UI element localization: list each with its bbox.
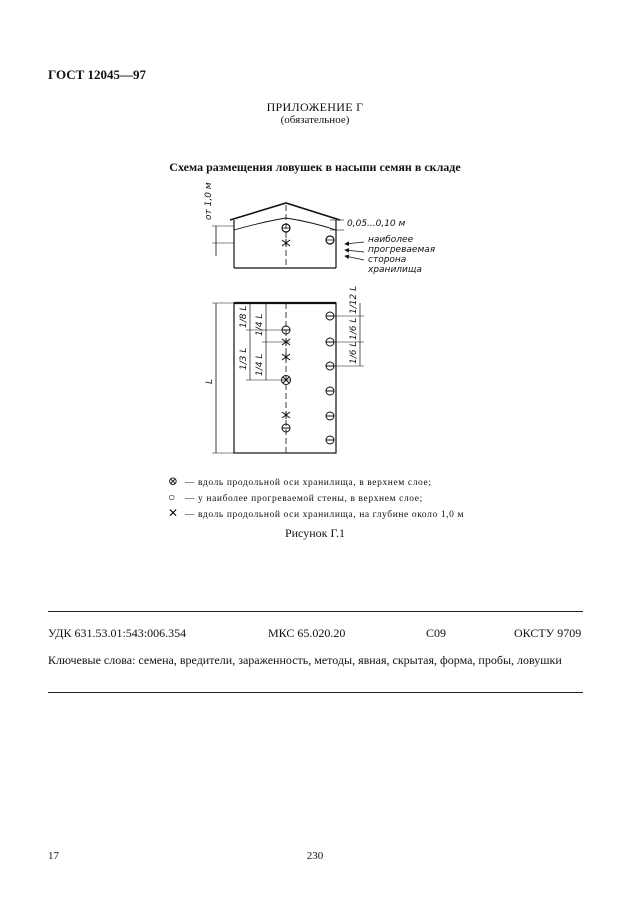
keywords: Ключевые слова: семена, вредители, зараж… [48,653,562,667]
dim-1-4-top: 1/4 L [255,314,265,336]
cross-icon: ✕ [168,506,179,520]
figure-title: Схема размещения ловушек в насыпи семян … [169,160,461,174]
legend-text: — вдоль продольной оси хранилища, на глу… [184,510,465,520]
udk-code: УДК 631.53.01:543:006.354 [48,626,187,640]
classification-code: С09 [426,626,447,640]
dim-1-6-bottom: 1/6 L [349,342,359,364]
dim-1-4-bottom: 1/4 L [255,354,265,376]
legend-item-axis-top: ⊗ — вдоль продольной оси хранилища, в ве… [168,474,432,489]
okstu-code: ОКСТУ 9709 [514,626,582,640]
length-label: L [205,379,215,384]
warm-side-label-1: наиболее [368,235,414,245]
legend-item-wall-top: ○ — у наиболее прогреваемой стены, в вер… [168,490,423,505]
figure-caption: Рисунок Г.1 [284,526,346,540]
depth-label: от 1,0 м [204,182,214,220]
appendix-title: ПРИЛОЖЕНИЕ Г [266,100,364,114]
document-header: ГОСТ 12045—97 [48,67,147,82]
divider-bottom [48,692,583,693]
dim-1-8: 1/8 L [239,306,249,328]
mks-code: МКС 65.020.20 [268,626,346,640]
warehouse-plan-view [212,301,364,454]
legend-text: — у наиболее прогреваемой стены, в верхн… [184,494,423,504]
warm-side-label-4: хранилища [367,265,422,275]
warehouse-cross-section [212,202,365,269]
dim-1-3: 1/3 L [239,348,249,370]
dim-1-6-top: 1/6 L [349,318,359,340]
warm-side-label-3: сторона [368,255,406,265]
warm-side-label-2: прогреваемая [368,245,436,255]
legend-text: — вдоль продольной оси хранилища, в верх… [184,478,432,488]
footer-page-number: 230 [306,850,324,862]
divider-top [48,611,583,612]
appendix-status: (обязательное) [280,114,350,126]
circle-icon: ○ [168,490,176,504]
trap-placement-diagram: от 1,0 м 0,05...0,10 м наиболее прогрева… [204,182,436,454]
footer-page-left: 17 [48,850,59,862]
dim-1-12: 1/12 L [349,286,359,314]
legend-item-axis-deep: ✕ — вдоль продольной оси хранилища, на г… [168,506,464,521]
crossed-circle-icon: ⊗ [168,474,179,488]
gap-label: 0,05...0,10 м [347,219,406,229]
